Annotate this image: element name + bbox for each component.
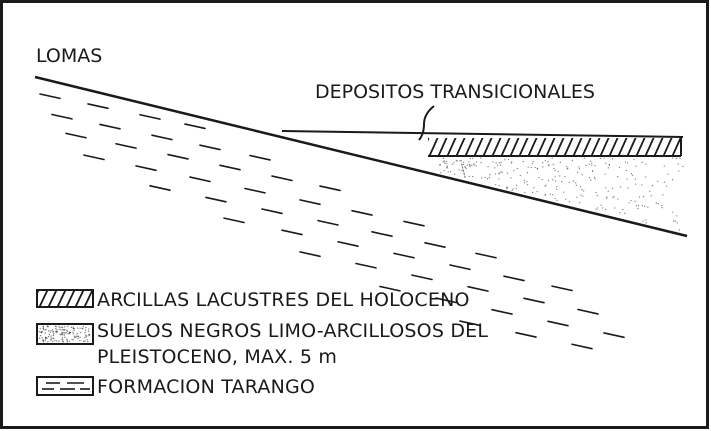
legend-hatched-swatch <box>36 289 94 308</box>
depositos-leader-line <box>418 105 435 141</box>
legend-label-suelos-line-1: SUELOS NEGROS LIMO-ARCILLOSOS DEL <box>97 320 488 342</box>
legend-label-tarango: FORMACION TARANGO <box>97 376 315 398</box>
tarango-formation-dashes <box>39 93 625 350</box>
black-soil-stipple <box>439 157 684 231</box>
depositos-transicionales-label: DEPOSITOS TRANSICIONALES <box>315 81 595 103</box>
legend-label-suelos-line-2: PLEISTOCENO, MAX. 5 m <box>97 346 337 368</box>
legend-dotted-swatch <box>36 323 94 345</box>
legend-label-arcillas: ARCILLAS LACUSTRES DEL HOLOCENO <box>97 289 470 311</box>
transitional-top-line <box>281 130 684 138</box>
lacustrine-clay-hatching <box>428 138 681 155</box>
lomas-slope-line <box>34 75 688 238</box>
legend: ARCILLAS LACUSTRES DEL HOLOCENO SUELOS N… <box>36 289 488 398</box>
legend-dashed-swatch <box>36 376 94 396</box>
lomas-label: LOMAS <box>36 45 102 67</box>
